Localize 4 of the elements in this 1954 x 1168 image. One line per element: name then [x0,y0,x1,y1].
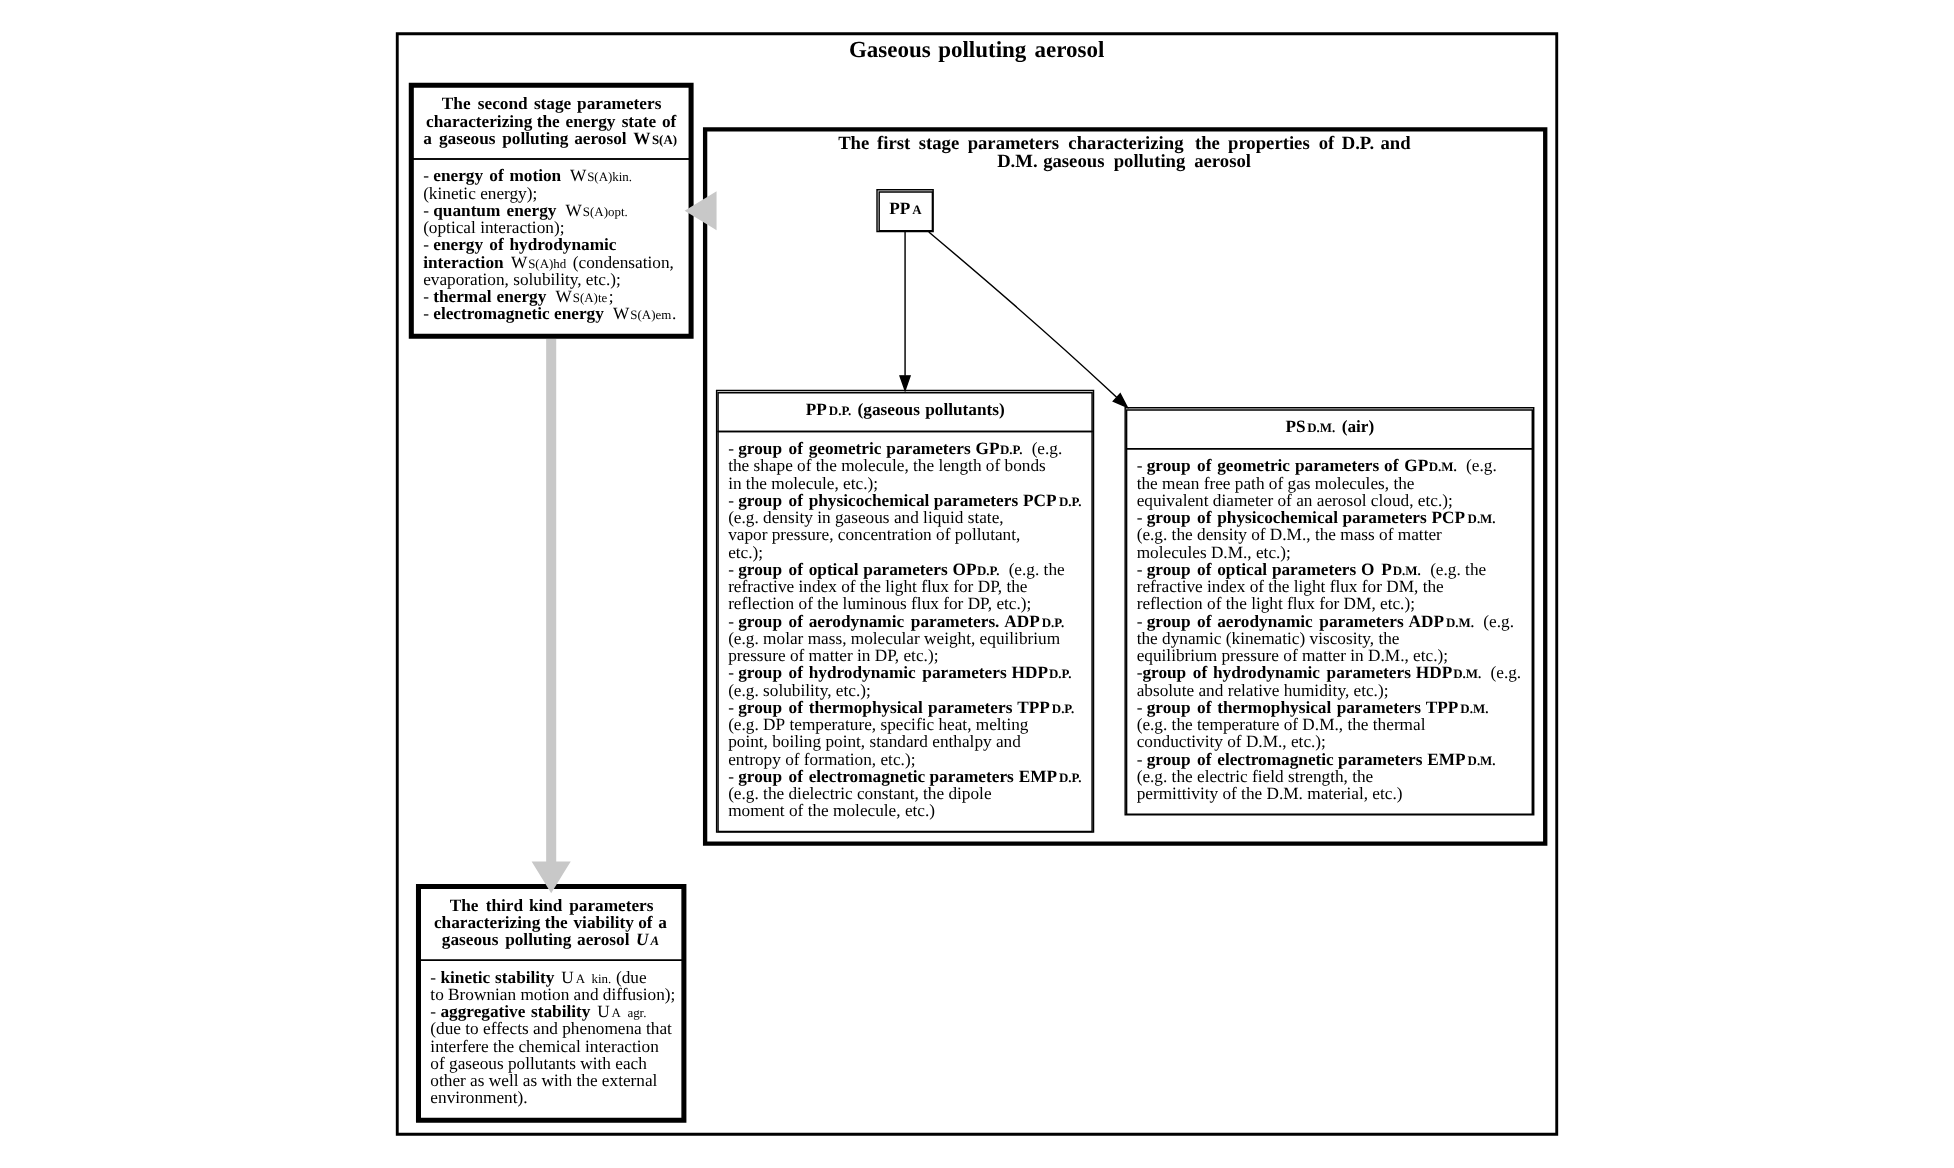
arrow [899,231,912,393]
arrow [531,339,571,894]
arrow [928,231,1129,409]
arrow [684,191,717,231]
